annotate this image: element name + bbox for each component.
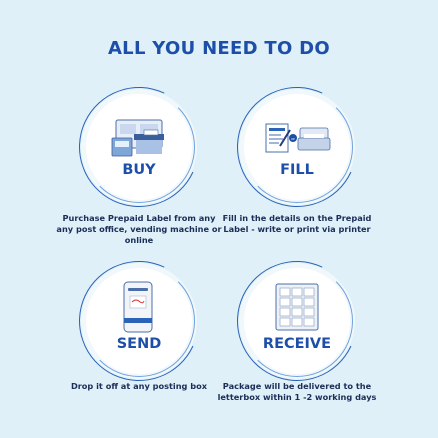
step-send-circle: SEND: [62, 244, 216, 398]
step-buy-circle: BUY: [62, 70, 216, 224]
label-and-printer-icon: or: [265, 123, 331, 153]
svg-text:or: or: [291, 136, 295, 141]
step-fill-circle: or FILL: [220, 70, 374, 224]
step-fill-description: Fill in the details on the Prepaid Label…: [222, 213, 372, 234]
posting-box-icon: [123, 281, 153, 333]
step-buy-label: BUY: [122, 162, 156, 178]
letterbox-icon: [275, 283, 319, 331]
step-receive-description: Package will be delivered to the letterb…: [217, 381, 377, 402]
page-title: ALL YOU NEED TO DO: [107, 38, 331, 59]
post-office-counter-icon: [111, 119, 164, 157]
step-receive-circle: RECEIVE: [220, 244, 374, 398]
step-send-label: SEND: [116, 336, 162, 352]
step-fill-label: FILL: [280, 162, 314, 178]
step-buy-description: Purchase Prepaid Label from any any post…: [56, 213, 222, 245]
step-receive-label: RECEIVE: [262, 336, 332, 352]
step-send-description: Drop it off at any posting box: [70, 381, 208, 391]
